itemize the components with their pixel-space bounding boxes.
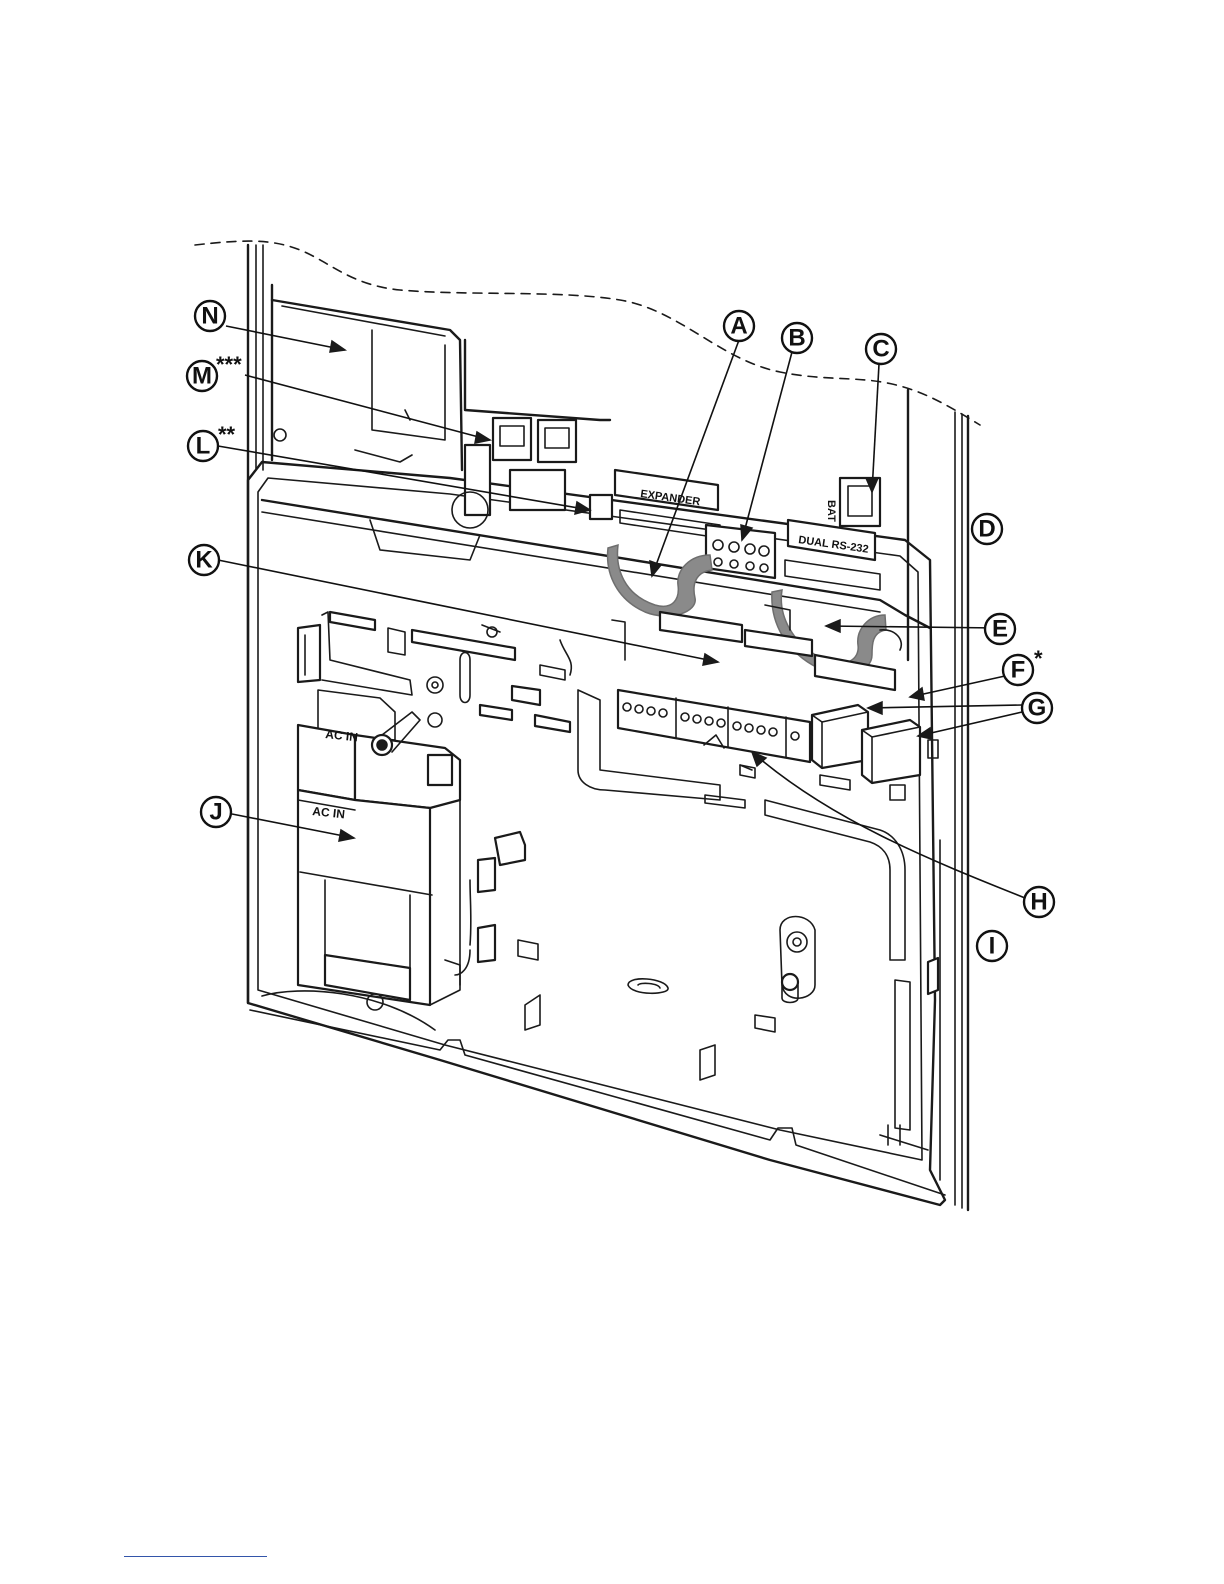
main-terminal-strip: [618, 690, 810, 770]
svg-text:A: A: [730, 313, 747, 340]
svg-text:J: J: [209, 799, 222, 826]
svg-text:D: D: [978, 516, 995, 543]
callout-g: G: [1022, 693, 1052, 723]
svg-text:L: L: [196, 433, 211, 460]
cover-cutaway-dashed-line: [195, 241, 980, 425]
expander-header: EXPANDER: [615, 470, 720, 538]
enclosure-right-wall: [908, 390, 968, 1210]
svg-text:G: G: [1028, 695, 1047, 722]
mounting-hole: [367, 917, 938, 1081]
bat-label: BAT: [825, 500, 837, 522]
l-connector-block: [590, 495, 612, 519]
svg-text:H: H: [1030, 889, 1047, 916]
phone-jacks-top: [465, 418, 576, 515]
callout-l: L **: [188, 422, 236, 461]
callout-k: K: [189, 545, 219, 575]
left-board-parts: [298, 612, 571, 732]
svg-text:E: E: [992, 616, 1008, 643]
svg-text:N: N: [201, 303, 218, 330]
callout-f: F *: [1003, 646, 1043, 685]
svg-text:*: *: [1034, 646, 1043, 671]
terminal-block-b: [706, 525, 775, 578]
callout-b: B: [782, 323, 812, 353]
callout-h: H: [1024, 887, 1054, 917]
dual-rs232-header: DUAL RS-232: [785, 520, 880, 590]
callout-e: E: [985, 614, 1015, 644]
svg-text:B: B: [788, 325, 805, 352]
svg-text:**: **: [218, 422, 236, 447]
svg-text:K: K: [195, 547, 213, 574]
power-supply-module: AC IN AC IN: [298, 690, 460, 1005]
svg-text:M: M: [192, 363, 212, 390]
callout-n: N: [195, 301, 225, 331]
bottom-lip: [250, 991, 945, 1195]
svg-text:F: F: [1011, 657, 1026, 684]
enclosure-left-wall: [248, 245, 263, 1003]
svg-text:I: I: [989, 933, 996, 960]
cable-clips: [455, 832, 525, 975]
callout-i: I: [977, 931, 1007, 961]
callout-a: A: [724, 311, 754, 341]
callout-d: D: [972, 514, 1002, 544]
footnote-separator-rule: [124, 1556, 267, 1557]
callout-m: M ***: [187, 352, 242, 391]
callout-j: J: [201, 797, 231, 827]
svg-text:***: ***: [216, 352, 242, 377]
svg-text:C: C: [872, 336, 889, 363]
callout-c: C: [866, 334, 896, 364]
